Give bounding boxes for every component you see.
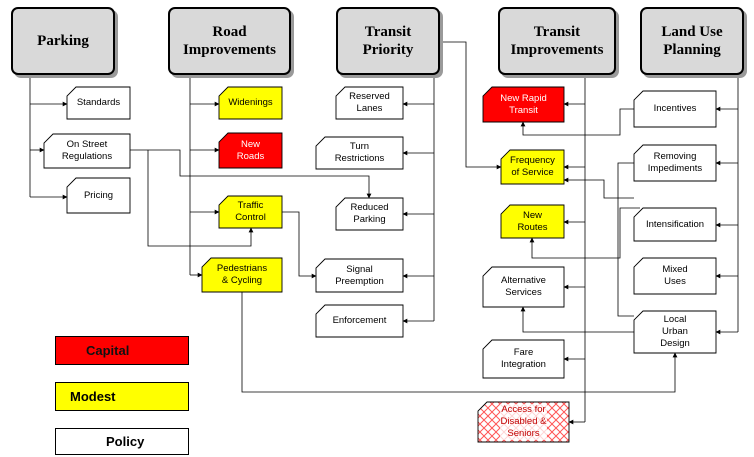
node-traffic-control: Traffic Control — [235, 200, 266, 223]
node-pricing: Pricing — [83, 189, 114, 201]
traffic-control-shape — [218, 195, 283, 229]
legend-policy: Policy — [55, 428, 189, 455]
node-mixed-uses: Mixed Uses — [662, 264, 688, 287]
removing-impediments-shape — [633, 144, 717, 182]
peds-to-lud — [241, 292, 678, 393]
node-fare-integration: Fare Integration — [501, 347, 546, 370]
node-widenings: Widenings — [228, 97, 273, 108]
node-signal-preemption: Signal Preemption — [335, 263, 384, 287]
widenings-shape — [218, 86, 283, 120]
onstreet-to-traffic-control — [147, 150, 254, 247]
reserved-lanes-shape — [335, 86, 404, 120]
node-pedestrians-cycling: Pedestrians & Cycling — [216, 263, 268, 286]
signal-preemption-shape — [315, 258, 404, 293]
node-reserved-lanes: Reserved Lanes — [349, 91, 390, 114]
node-access-disabled-seniors: Access for Disabled & Seniors — [499, 404, 548, 440]
alternative-services-shape — [482, 266, 565, 308]
legend-modest: Modest — [55, 382, 189, 411]
new-roads-shape — [218, 132, 283, 169]
node-new-roads: New Roads — [236, 138, 265, 162]
node-intensification: Intensification — [645, 218, 705, 230]
onstreet-to-reduced-parking — [130, 149, 372, 199]
reduced-parking-shape — [335, 197, 404, 231]
node-removing-impediments: Removing Impediments — [647, 151, 703, 174]
intensification-to-newroutes — [529, 207, 640, 259]
header-road-improvements: Road Improvements — [168, 7, 291, 75]
node-standards: Standards — [76, 97, 121, 108]
new-rapid-transit-shape — [482, 86, 565, 123]
node-turn-restrictions: Turn Restrictions — [334, 141, 385, 164]
lud-to-alt — [520, 306, 634, 333]
turn-restrictions-shape — [315, 136, 404, 170]
removing-to-lud — [617, 162, 634, 317]
incentives-to-nrt — [520, 108, 634, 136]
header-land-use-planning: Land Use Planning — [640, 7, 744, 75]
node-enforcement: Enforcement — [332, 315, 387, 326]
legend-capital: Capital — [55, 336, 189, 365]
fare-integration-shape — [482, 339, 565, 379]
enforcement-shape — [315, 304, 404, 338]
pedestrians-cycling-shape — [201, 257, 283, 293]
intensification-shape — [633, 207, 717, 242]
intensification-to-frequency — [563, 177, 634, 199]
on-street-regulations-shape — [43, 133, 131, 169]
local-urban-design-shape — [633, 310, 717, 354]
header-parking: Parking — [11, 7, 115, 75]
new-routes-shape — [500, 204, 565, 239]
node-incentives: Incentives — [653, 103, 697, 114]
incentives-shape — [633, 90, 717, 128]
node-on-street-regulations: On Street Regulations — [61, 139, 113, 162]
node-frequency-of-service: Frequency of Service — [510, 155, 555, 178]
node-reduced-parking: Reduced Parking — [350, 202, 389, 225]
node-new-routes: New Routes — [517, 209, 548, 233]
header-transit-improvements: Transit Improvements — [498, 7, 616, 75]
standards-shape — [66, 86, 131, 120]
node-alternative-services: Alternative Services — [501, 275, 546, 298]
mixed-uses-shape — [633, 257, 717, 295]
header-transit-priority: Transit Priority — [336, 7, 440, 75]
node-local-urban-design: Local Urban Design — [660, 314, 690, 349]
tp-to-frequency — [440, 41, 502, 170]
traffic-to-signal — [282, 211, 317, 279]
pricing-shape — [66, 177, 131, 214]
connector-lines — [29, 41, 739, 425]
node-new-rapid-transit: New Rapid Transit — [500, 92, 547, 116]
frequency-of-service-shape — [500, 149, 565, 185]
